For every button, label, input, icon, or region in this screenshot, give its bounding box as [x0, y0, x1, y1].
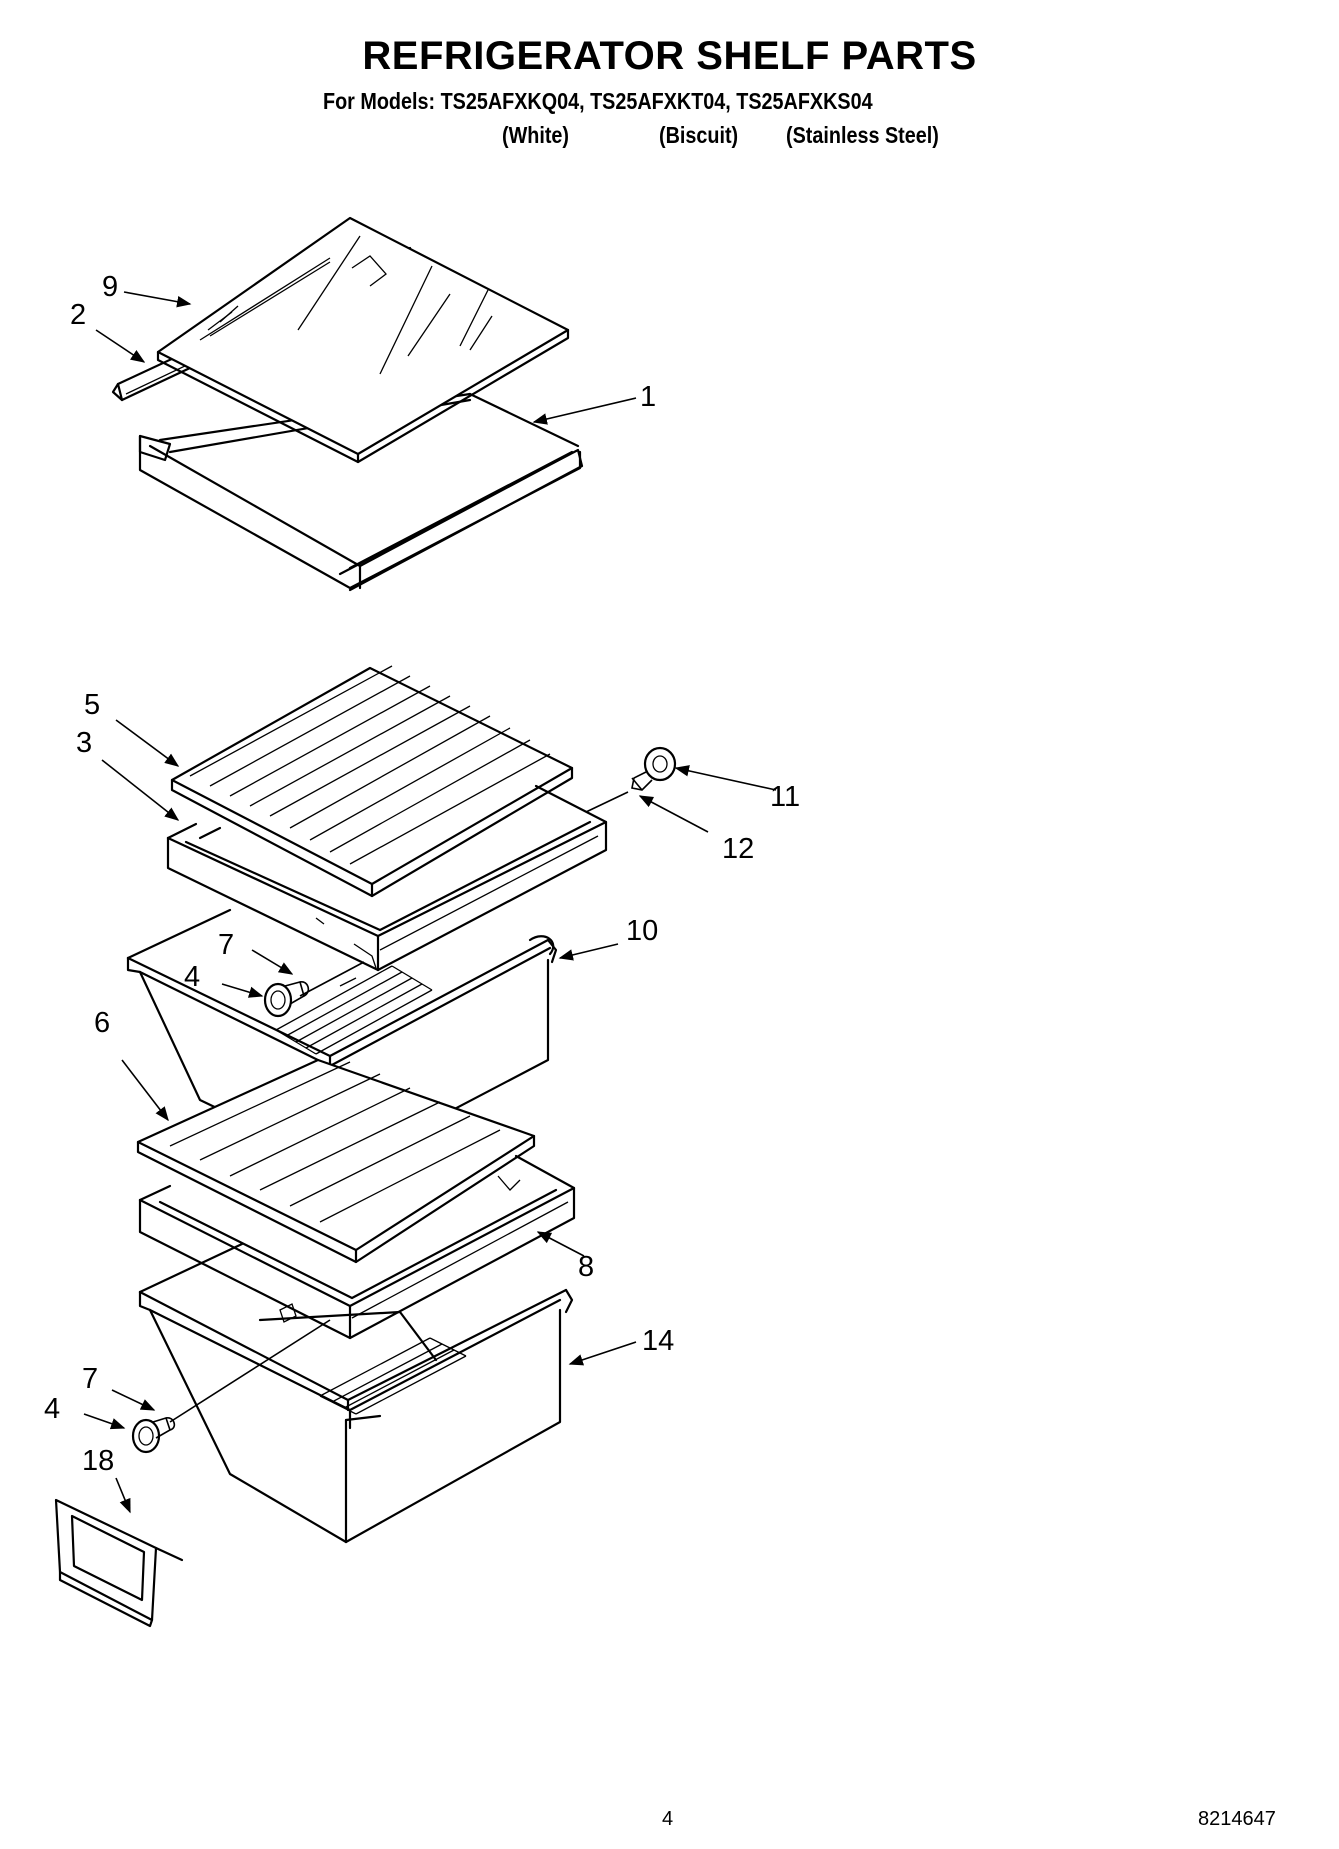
callout-6: 6 [94, 1007, 110, 1039]
bushing-part [631, 746, 677, 791]
callout-7-upper: 7 [218, 929, 234, 961]
glass-shelf-part [156, 216, 570, 464]
callout-11: 11 [770, 781, 800, 813]
lower-frame-part [138, 1154, 576, 1340]
callout-7-lower: 7 [82, 1363, 98, 1395]
label-part [54, 1498, 184, 1628]
callout-8: 8 [578, 1251, 594, 1283]
lower-crisper-drawer-part [138, 1242, 574, 1544]
cover-frame-part [166, 784, 608, 972]
callout-10: 10 [626, 915, 658, 947]
roller-upper [263, 981, 310, 1018]
callout-4-lower: 4 [44, 1393, 60, 1425]
callout-2: 2 [70, 299, 86, 331]
callout-1: 1 [640, 381, 656, 413]
callout-12: 12 [722, 833, 754, 865]
callout-4-upper: 4 [184, 961, 200, 993]
variant-white: (White) [502, 122, 570, 148]
crisper-cover-part [170, 665, 574, 898]
lower-cover-part [136, 1058, 536, 1264]
variant-stainless: (Stainless Steel) [786, 122, 939, 148]
callout-14: 14 [642, 1325, 674, 1357]
roller-lower [131, 1417, 176, 1454]
models-line: For Models: TS25AFXKQ04, TS25AFXKT04, TS… [323, 88, 873, 114]
document-number: 8214647 [1198, 1808, 1276, 1830]
callout-3: 3 [76, 727, 92, 759]
variant-biscuit: (Biscuit) [659, 122, 739, 148]
page-number: 4 [662, 1808, 674, 1830]
callout-9: 9 [102, 271, 118, 303]
page-title: REFRIGERATOR SHELF PARTS [362, 34, 977, 78]
leader-lines [83, 291, 777, 1514]
callout-5: 5 [84, 689, 100, 721]
callout-18: 18 [82, 1445, 114, 1477]
